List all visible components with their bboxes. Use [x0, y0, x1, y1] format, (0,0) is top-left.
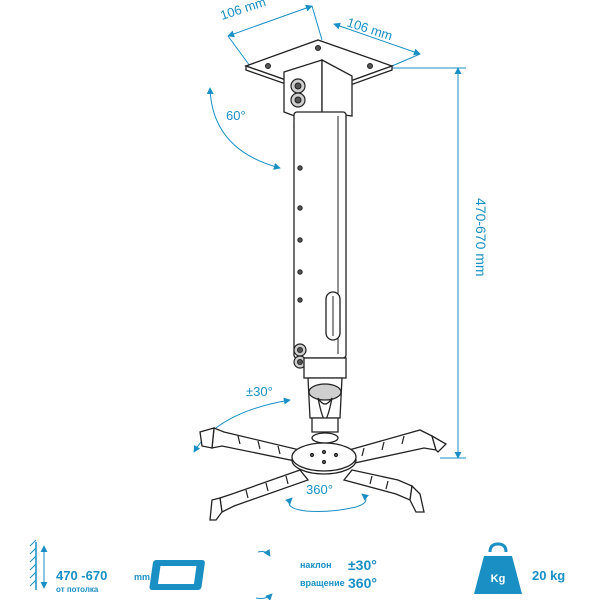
ceiling-wall-icon	[29, 539, 48, 590]
spec-height-unit: mm	[134, 572, 150, 582]
lower-joint	[303, 357, 347, 444]
weight-icon-label: Kg	[491, 573, 506, 585]
weight-icon: Kg	[474, 542, 522, 594]
rotation-label: 360°	[306, 482, 333, 497]
spec-tilt-value: ±30°	[348, 557, 377, 573]
height-range-label: 470-670 mm	[473, 198, 489, 277]
spec-tilt-rotate: наклон ±30° вращение 360°	[149, 548, 377, 600]
spec-tilt-label: наклон	[300, 560, 332, 570]
tilt-top-dimension: 60°	[206, 87, 281, 170]
spec-rotate-value: 360°	[348, 575, 377, 591]
spec-weight-value: 20 kg	[532, 568, 565, 583]
spider-arms	[199, 427, 448, 521]
tilt-top-label: 60°	[226, 108, 246, 123]
plate-width-a-label: 106 mm	[218, 0, 267, 23]
rotation-dimension: 360°	[285, 482, 369, 512]
height-dimension: 470-670 mm	[392, 67, 489, 459]
tilt-bottom-dimension: ±30°	[193, 384, 291, 453]
spec-rotate-label: вращение	[300, 578, 345, 588]
spec-height-caption: от потолка	[56, 585, 99, 594]
plate-width-b-label: 106 mm	[345, 15, 394, 44]
upper-hinge	[283, 58, 353, 133]
spec-height-value: 470 -670	[56, 568, 107, 583]
spec-height: 470 -670 mm от потолка	[29, 539, 150, 594]
telescopic-pole	[293, 111, 347, 369]
spec-weight: Kg 20 kg	[474, 542, 565, 594]
tilt-bottom-label: ±30°	[246, 384, 273, 399]
tilt-rotate-icon	[149, 548, 273, 600]
